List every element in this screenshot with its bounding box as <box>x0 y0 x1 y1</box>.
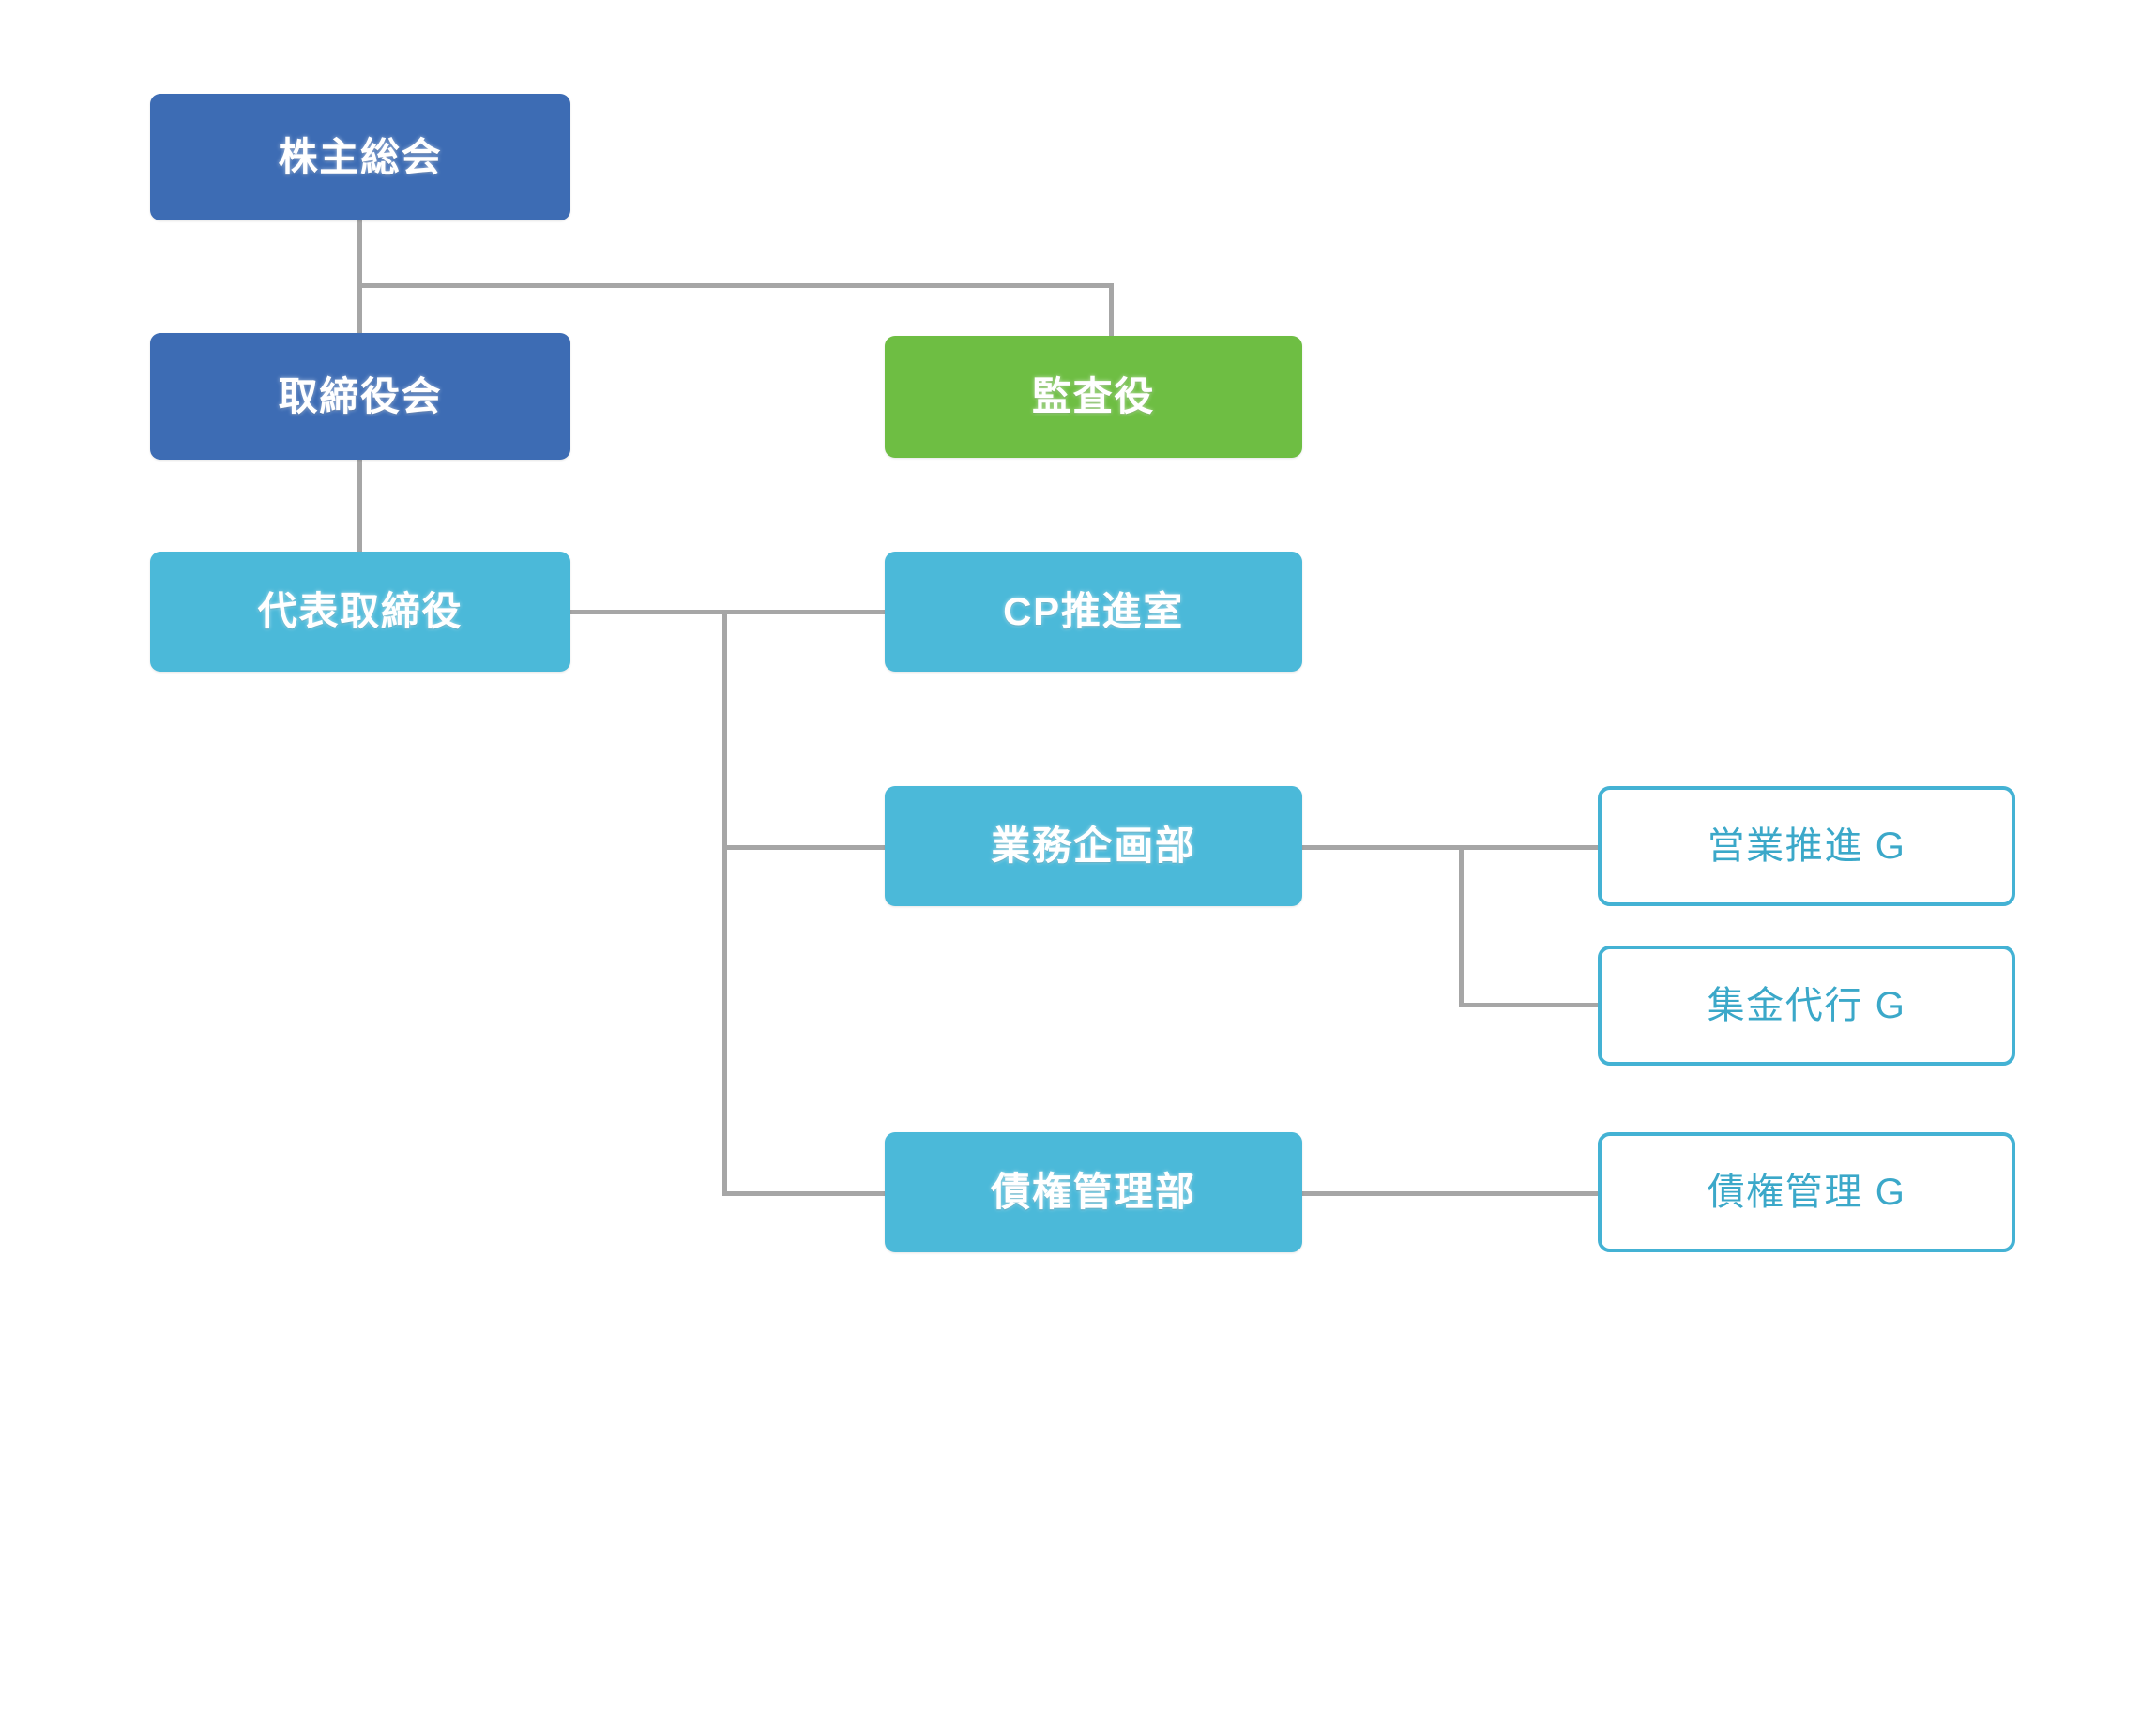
node-label-business-planning-department: 業務企画部 <box>991 824 1196 868</box>
node-business-planning-department[interactable]: 業務企画部 <box>885 786 1302 906</box>
connector-board-to-representative <box>357 460 362 554</box>
node-label-collection-agency-group: 集金代行 G <box>1707 985 1906 1026</box>
connector-subtrunk-to-collection-agency <box>1459 1003 1600 1007</box>
node-sales-promotion-group[interactable]: 営業推進 G <box>1598 786 2015 906</box>
node-board-of-directors[interactable]: 取締役会 <box>150 333 570 460</box>
node-credit-management-department[interactable]: 債権管理部 <box>885 1132 1302 1252</box>
node-label-cp-promotion-office: CP推進室 <box>1003 589 1184 633</box>
connector-trunk-to-credit-management <box>722 1191 885 1196</box>
node-label-auditor: 監査役 <box>1031 374 1156 418</box>
connector-shareholders-to-auditor-horizontal <box>357 283 1114 288</box>
connector-shareholders-down <box>357 220 362 288</box>
connector-group-subtrunk <box>1459 845 1464 1007</box>
connector-department-trunk <box>722 610 727 1196</box>
node-label-representative-director: 代表取締役 <box>257 589 463 633</box>
node-collection-agency-group[interactable]: 集金代行 G <box>1598 946 2015 1066</box>
node-credit-management-group[interactable]: 債権管理 G <box>1598 1132 2015 1252</box>
node-label-credit-management-group: 債権管理 G <box>1707 1172 1906 1213</box>
connector-trunk-to-business-planning <box>722 845 885 850</box>
node-label-sales-promotion-group: 営業推進 G <box>1707 825 1906 867</box>
connector-business-planning-right <box>1302 845 1598 850</box>
connector-trunk-to-cp-office <box>722 610 885 614</box>
node-label-credit-management-department: 債権管理部 <box>991 1170 1196 1214</box>
node-cp-promotion-office[interactable]: CP推進室 <box>885 552 1302 672</box>
connector-credit-management-to-group <box>1302 1191 1598 1196</box>
node-representative-director[interactable]: 代表取締役 <box>150 552 570 672</box>
node-auditor[interactable]: 監査役 <box>885 336 1302 458</box>
node-shareholders-meeting[interactable]: 株主総会 <box>150 94 570 220</box>
connector-auditor-drop <box>1109 283 1114 336</box>
node-label-board-of-directors: 取締役会 <box>278 373 443 418</box>
node-label-shareholders-meeting: 株主総会 <box>278 134 443 179</box>
connector-representative-right <box>570 610 727 614</box>
connector-shareholders-to-board <box>357 283 362 336</box>
